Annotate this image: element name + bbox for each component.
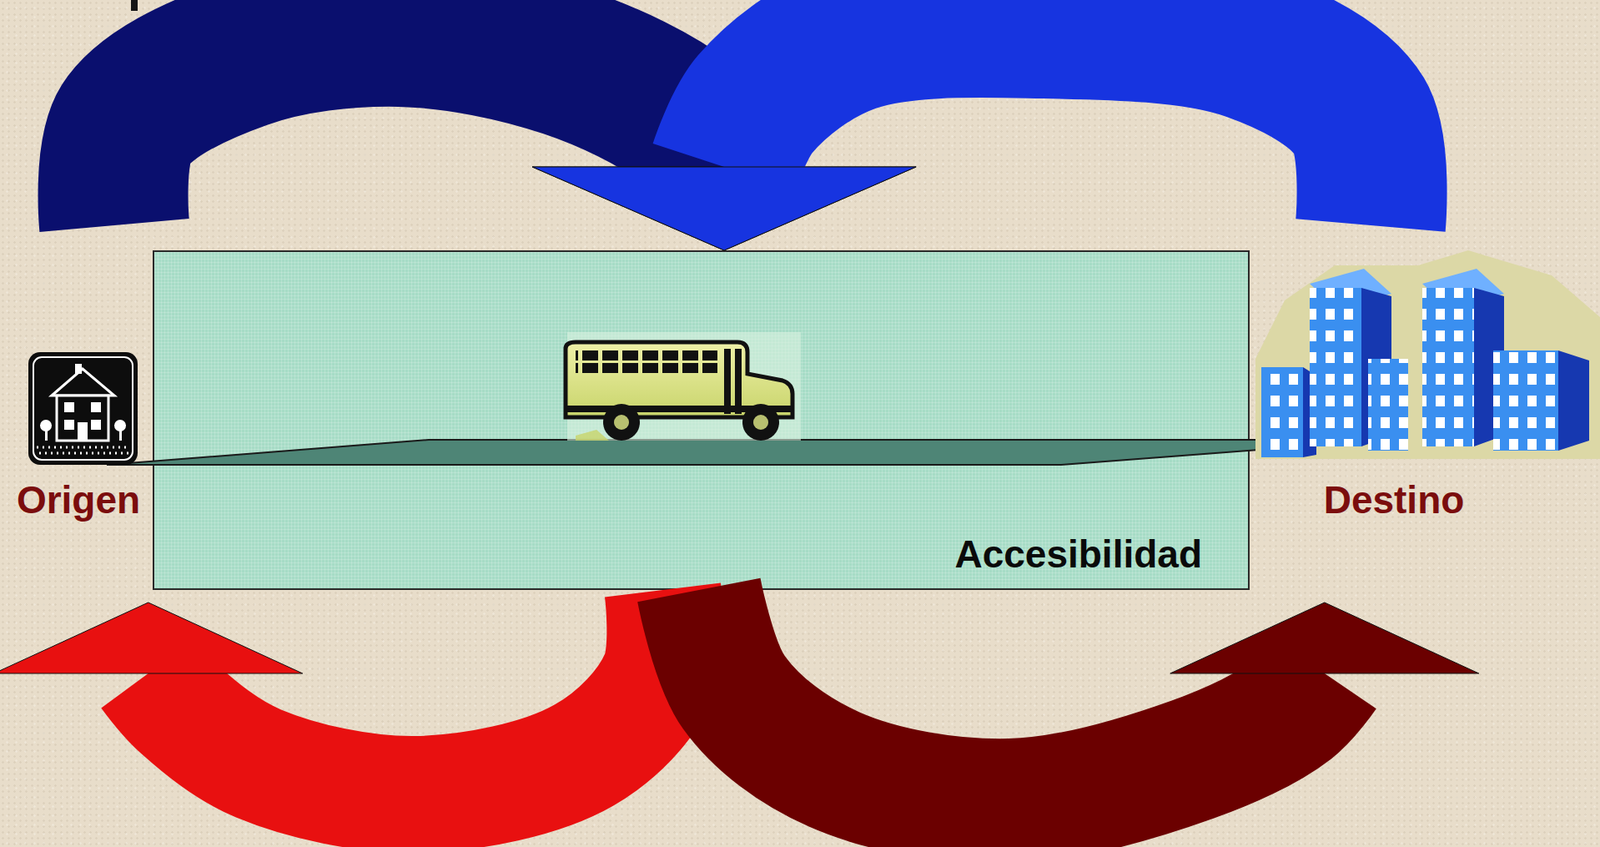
place-label: Origen	[0, 477, 162, 523]
arrow-head	[0, 602, 303, 674]
buildings-icon	[1255, 250, 1600, 459]
arrow-body	[113, 31, 725, 226]
house-icon	[28, 352, 138, 465]
place-node: Origen	[16, 225, 176, 603]
flow-arrow	[0, 589, 665, 795]
flow-arrow	[113, 31, 917, 251]
arrow-head	[532, 166, 916, 251]
arrow-body	[724, 22, 1372, 226]
cut-glyph	[130, 0, 138, 11]
place-node: Destino	[1251, 225, 1600, 603]
arrow-body	[699, 589, 1325, 801]
flow-arrow	[699, 589, 1480, 801]
place-label: Destino	[1302, 477, 1486, 523]
band-label: Accesibilidad	[954, 532, 1203, 577]
accessibility-band: Accesibilidad	[152, 250, 1250, 590]
arrow-head	[1170, 602, 1480, 674]
arrow-body	[148, 589, 666, 795]
flow-arrow	[532, 22, 1372, 251]
arrow-head	[532, 166, 916, 251]
